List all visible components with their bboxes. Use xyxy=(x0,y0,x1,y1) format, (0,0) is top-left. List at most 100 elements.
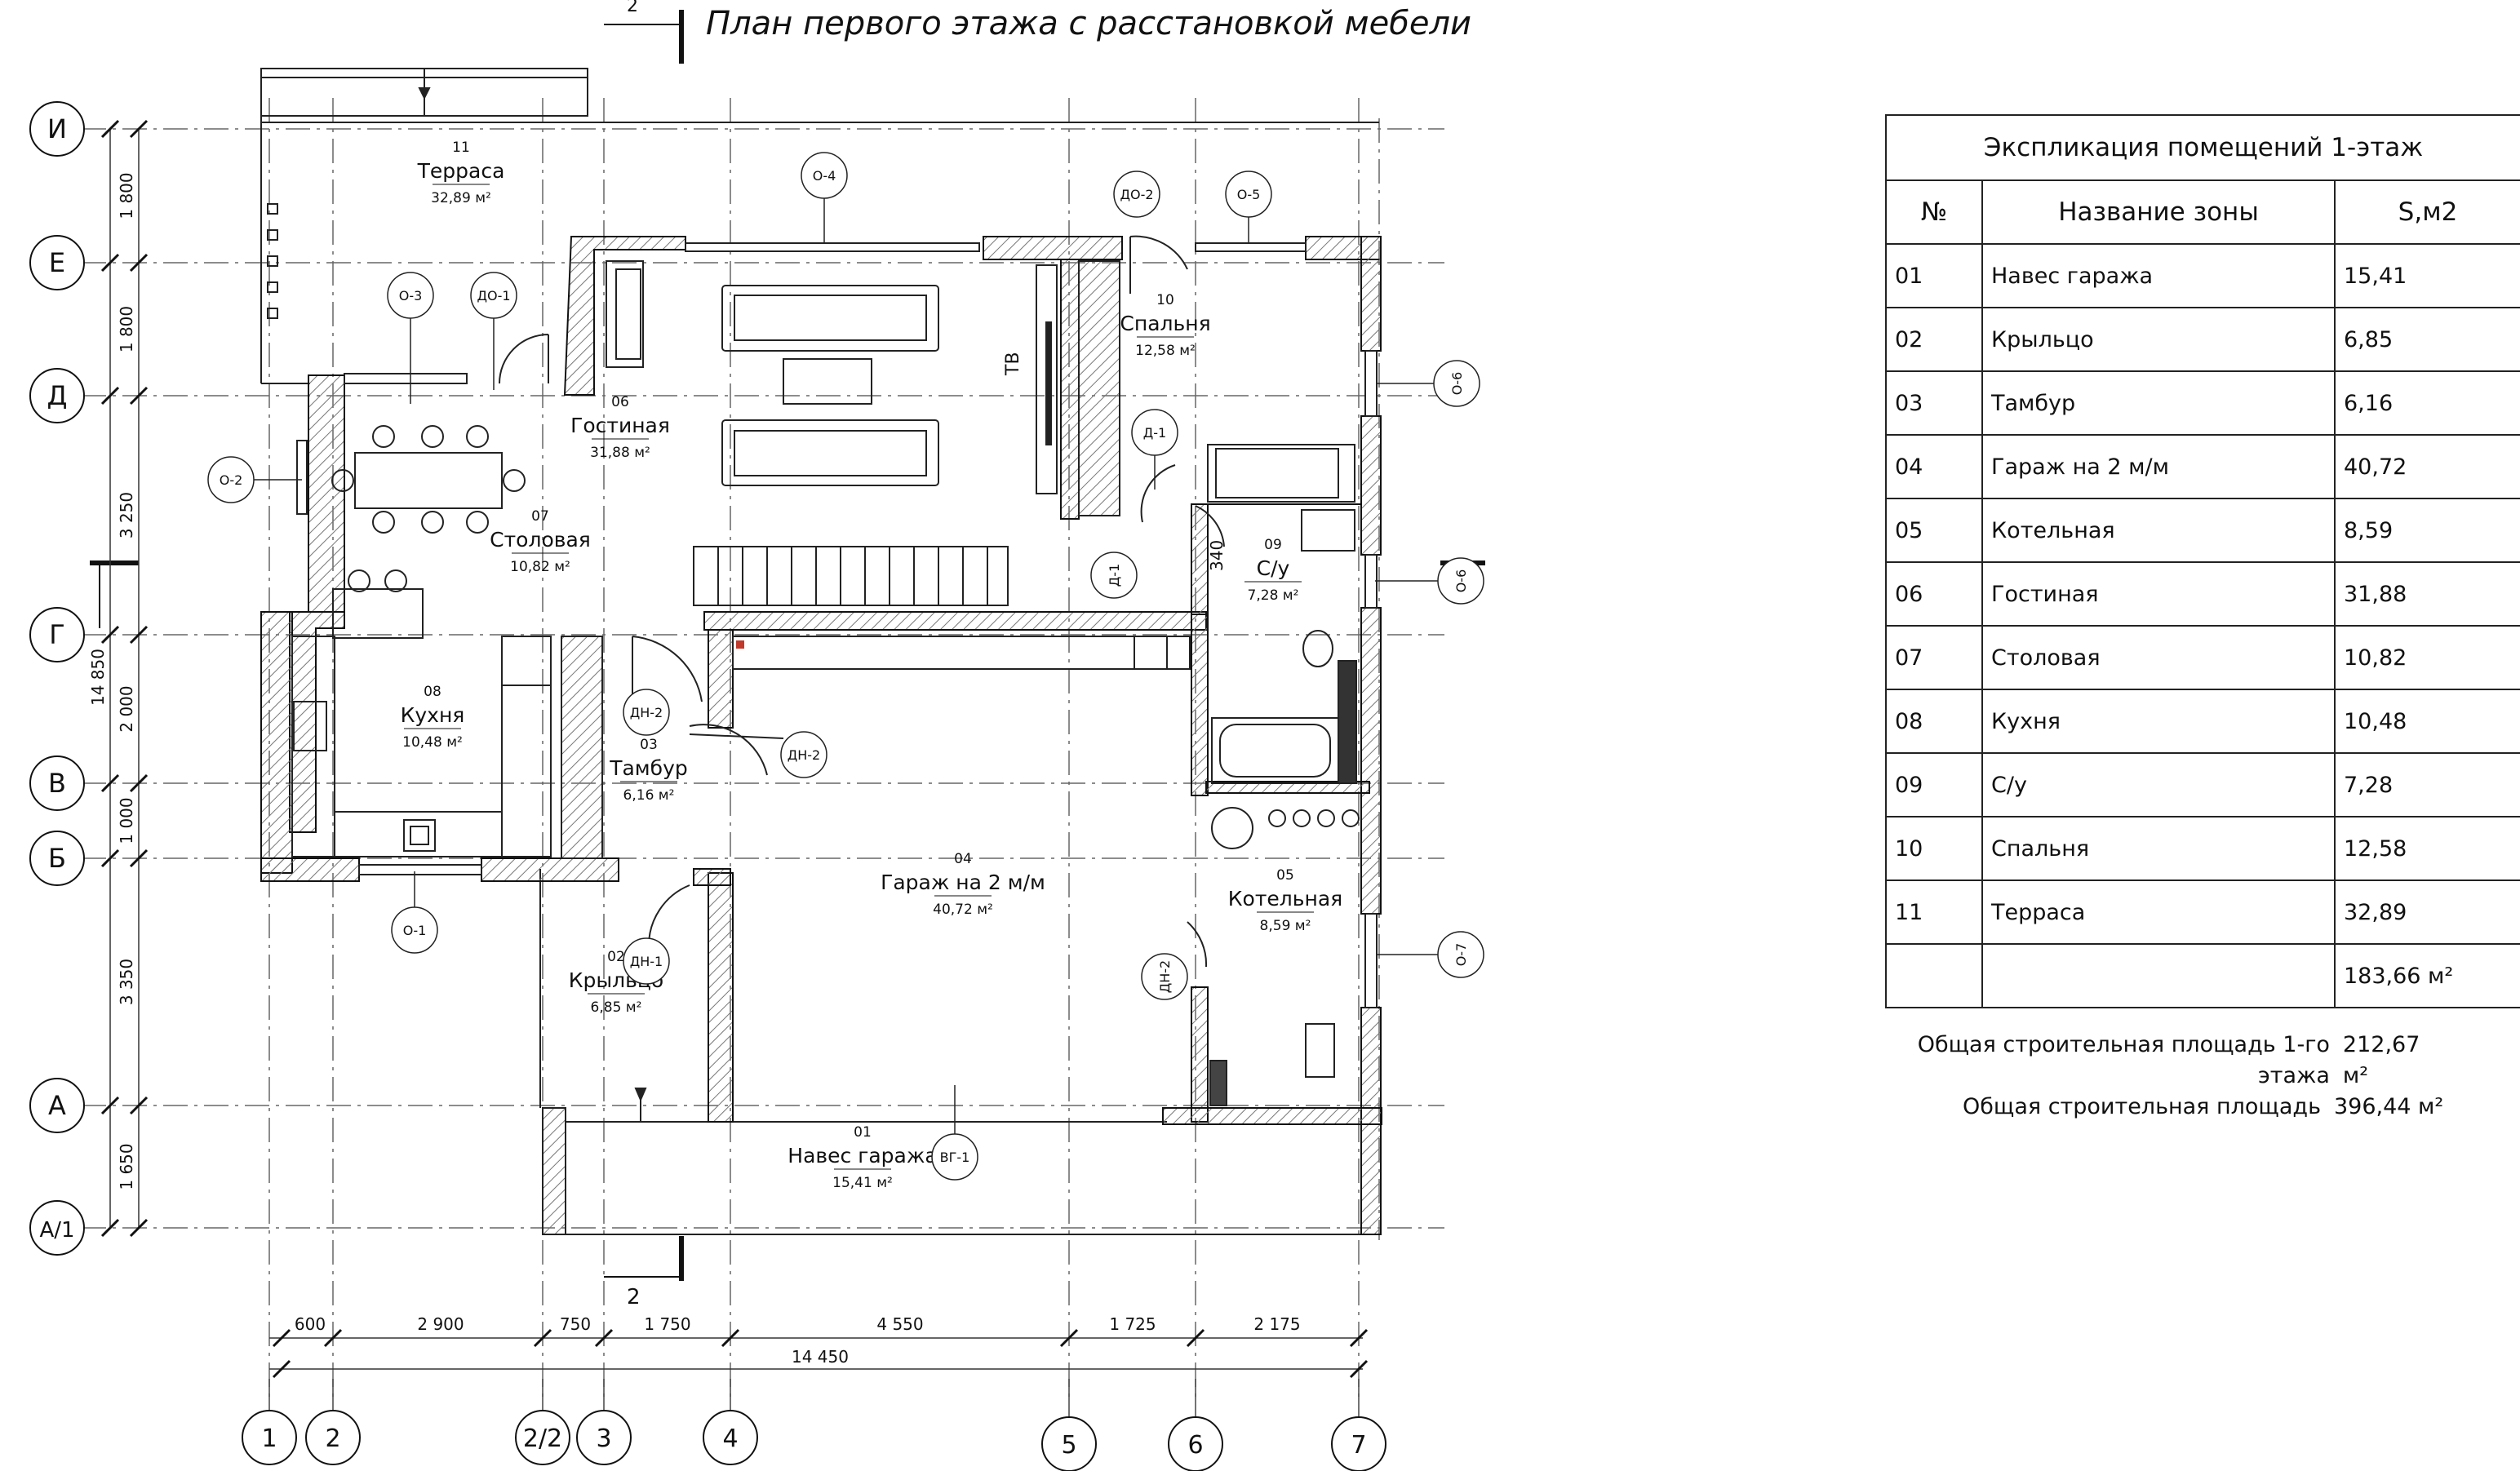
furniture xyxy=(291,260,1360,1106)
col-header-area: S,м2 xyxy=(2333,179,2520,245)
tv-label: ТВ xyxy=(1003,352,1023,376)
room-name: Спальня xyxy=(1120,312,1210,335)
tag-bubble xyxy=(1433,360,1480,407)
row-area: 10,82 xyxy=(2333,625,2520,690)
room-number: 09 xyxy=(1264,537,1282,553)
axis-label-letter: В xyxy=(48,768,66,799)
row-name: Тамбур xyxy=(1981,370,2336,436)
row-area: 6,85 xyxy=(2333,307,2520,372)
axis-bubble xyxy=(576,1410,632,1465)
row-number: 08 xyxy=(1885,689,1983,754)
row-name: Навес гаража xyxy=(1981,243,2336,308)
opening-tag-label: О-4 xyxy=(813,168,836,184)
axis-bubble xyxy=(29,831,85,886)
vertical-dim-label: 3 250 xyxy=(117,492,136,538)
opening-tag-label: О-7 xyxy=(1453,943,1469,967)
room-name: Навес гаража xyxy=(788,1144,937,1167)
vertical-dim-label: 3 350 xyxy=(117,959,136,1005)
room-name: Терраса xyxy=(417,159,505,183)
opening-tag-label: ДН-2 xyxy=(1157,960,1173,993)
opening-tag-label: ДН-2 xyxy=(788,747,820,763)
room-number: 07 xyxy=(531,508,549,525)
axis-label-number: 7 xyxy=(1351,1431,1366,1460)
table-row: 183,66 м² xyxy=(1885,943,2520,1008)
axis-label-letter: А/1 xyxy=(39,1218,74,1243)
room-area: 7,28 м² xyxy=(1248,587,1299,604)
tag-bubble xyxy=(391,906,438,954)
axis-label-letter: А xyxy=(48,1090,66,1121)
room-area: 32,89 м² xyxy=(431,190,491,206)
garage-canopy xyxy=(539,869,1379,1235)
stair-mark: 340 xyxy=(1207,540,1227,571)
vertical-dim-total: 14 850 xyxy=(88,649,108,706)
axis-bubble xyxy=(305,1410,361,1465)
axis-label-number: 4 xyxy=(722,1424,738,1453)
room-name: Тамбур xyxy=(609,756,688,780)
vertical-dim-label: 1 000 xyxy=(117,797,136,844)
row-name: Кухня xyxy=(1981,689,2336,754)
vertical-dim-label: 1 800 xyxy=(117,172,136,219)
doors xyxy=(499,235,1225,968)
room-number: 03 xyxy=(640,737,658,753)
tag-bubble xyxy=(623,689,670,736)
axis-bubble xyxy=(29,1200,85,1256)
axis-bubble xyxy=(1168,1416,1223,1471)
axis-bubble xyxy=(515,1410,570,1465)
axis-bubble xyxy=(1331,1416,1386,1471)
opening-tag-label: О-6 xyxy=(1449,372,1465,396)
tag-bubble xyxy=(623,937,670,985)
section-mark-left xyxy=(90,560,139,628)
vertical-dim-label: 1 650 xyxy=(117,1143,136,1190)
horizontal-dim-total: 14 450 xyxy=(792,1347,849,1367)
tag-bubble xyxy=(1437,931,1484,978)
opening-tag-label: О-2 xyxy=(220,472,243,488)
axis-label-number: 2/2 xyxy=(523,1424,562,1453)
row-area: 7,28 xyxy=(2333,752,2520,817)
horizontal-dim-label: 4 550 xyxy=(876,1314,923,1334)
axis-label-letter: Д xyxy=(47,380,68,411)
section-label-bottom: 2 xyxy=(627,1285,641,1309)
explication-table: Экспликация помещений 1-этаж № Название … xyxy=(1884,114,2520,1008)
row-name: Гостиная xyxy=(1981,561,2336,627)
axis-bubble xyxy=(1041,1416,1097,1471)
horizontal-dim-label: 600 xyxy=(295,1314,326,1334)
horizontal-dim-label: 1 725 xyxy=(1109,1314,1156,1334)
horizontal-dim-label: 2 175 xyxy=(1253,1314,1300,1334)
room-number: 06 xyxy=(611,394,629,410)
tag-bubble xyxy=(780,731,827,778)
axis-label-number: 2 xyxy=(325,1424,340,1453)
vertical-dim-label: 1 800 xyxy=(117,306,136,352)
room-area: 31,88 м² xyxy=(590,445,650,461)
room-name: С/у xyxy=(1257,556,1290,580)
plan-title: План первого этажа с расстановкой мебели xyxy=(706,5,1471,42)
axis-bubble xyxy=(29,368,85,423)
opening-tag-label: Д-1 xyxy=(1107,564,1122,587)
tag-bubble xyxy=(931,1133,978,1181)
row-number: 10 xyxy=(1885,816,1983,881)
row-area: 32,89 xyxy=(2333,879,2520,945)
room-area: 6,85 м² xyxy=(591,999,642,1016)
opening-tag-label: О-3 xyxy=(399,288,423,304)
row-number xyxy=(1885,943,1983,1008)
row-area: 15,41 xyxy=(2333,243,2520,308)
tag-bubble xyxy=(207,456,255,503)
room-number: 02 xyxy=(607,949,625,965)
axis-bubble xyxy=(29,101,85,157)
room-number: 01 xyxy=(854,1124,872,1141)
col-header-name: Название зоны xyxy=(1981,179,2336,245)
section-mark-top: 2 xyxy=(604,0,684,64)
tag-bubble xyxy=(1437,557,1484,605)
axis-bubble xyxy=(242,1410,297,1465)
area-totals: Общая строительная площадь 1-го этажа 21… xyxy=(1877,1030,2448,1123)
opening-tag-label: О-1 xyxy=(403,923,427,938)
opening-tag-label: ВГ-1 xyxy=(940,1150,970,1165)
